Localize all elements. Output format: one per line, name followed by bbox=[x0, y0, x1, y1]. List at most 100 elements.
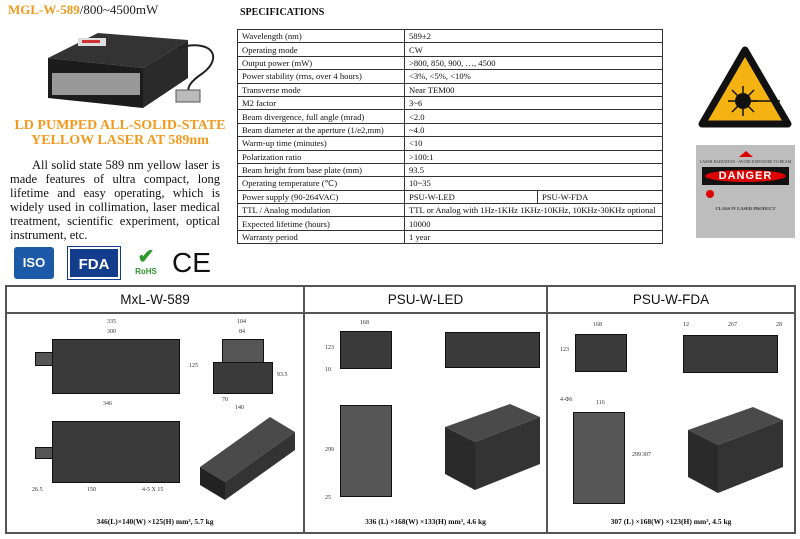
dim: 28 bbox=[776, 322, 782, 328]
spec-value: 1 year bbox=[404, 229, 663, 245]
spec-label: M2 factor bbox=[237, 95, 405, 111]
drawing-mxl-w-589: MxL-W-589 335 300 346 125 104 84 93.5 70… bbox=[7, 287, 305, 532]
dim: 26.5 bbox=[32, 487, 43, 493]
dim: 150 bbox=[87, 487, 96, 493]
spec-value: CW bbox=[404, 42, 663, 57]
drawing-caption: 307 (L) ×168(W) ×123(H) mm³, 4.5 kg bbox=[610, 517, 732, 526]
spec-value: >100:1 bbox=[404, 149, 663, 164]
dim: 299 bbox=[632, 452, 641, 458]
spec-row: Beam diameter at the aperture (1/e2,mm)~… bbox=[237, 122, 663, 138]
laser-warning-icon bbox=[698, 46, 792, 128]
spec-value: <10 bbox=[404, 136, 663, 151]
spec-value: <3%, <5%, <10% bbox=[404, 69, 663, 84]
dim: 168 bbox=[360, 320, 369, 326]
dim: 70 bbox=[222, 397, 228, 403]
rohs-logo: ✔ RoHS bbox=[130, 247, 162, 279]
spec-label: Beam divergence, full angle (mrad) bbox=[237, 109, 405, 124]
spec-row: Output power (mW)>800, 850, 900, …, 4500 bbox=[237, 55, 663, 71]
dim: 25 bbox=[325, 495, 331, 501]
dim: 4-Φ6 bbox=[560, 397, 573, 403]
ce-logo: CE bbox=[172, 247, 211, 278]
headline-line-2: YELLOW LASER AT 589nm bbox=[31, 133, 209, 148]
laser-isometric-drawing bbox=[200, 417, 295, 500]
spec-value: PSU-W-LED bbox=[404, 189, 538, 205]
dim: 335 bbox=[107, 319, 116, 325]
spec-value: ~4.0 bbox=[404, 122, 663, 138]
rohs-text: RoHS bbox=[135, 267, 157, 276]
iso-logo: ISO bbox=[14, 247, 54, 279]
drawing-psu-w-fda: PSU-W-FDA 168 123 12 267 28 4-Φ6 116 299… bbox=[548, 287, 794, 532]
dim: 123 bbox=[560, 347, 569, 353]
drawing-caption: 336 (L) ×168(W) ×133(H) mm³, 4.6 kg bbox=[365, 517, 486, 526]
drawing-title: PSU-W-FDA bbox=[548, 287, 794, 314]
dim: 104 bbox=[237, 319, 246, 325]
dim: 168 bbox=[593, 322, 602, 328]
psu-fda-isometric-drawing bbox=[688, 407, 783, 493]
spec-label: Operating temperature (℃) bbox=[237, 176, 405, 191]
spec-row: Beam height from base plate (mm)93.5 bbox=[237, 162, 663, 178]
spec-label: Expected lifetime (hours) bbox=[237, 216, 405, 231]
spec-row: Polarization ratio>100:1 bbox=[237, 149, 663, 164]
product-headline: LD PUMPED ALL-SOLID-STATE YELLOW LASER A… bbox=[5, 118, 235, 148]
drawing-psu-w-led: PSU-W-LED 168 123 10 299 25 336 (L) ×168… bbox=[305, 287, 548, 532]
danger-word: DANGER bbox=[705, 170, 786, 182]
drawing-title: PSU-W-LED bbox=[305, 287, 546, 314]
dim: 93.5 bbox=[277, 372, 288, 378]
dim: 307 bbox=[642, 452, 651, 458]
spec-label: Warranty period bbox=[237, 229, 405, 245]
spec-label: Polarization ratio bbox=[237, 149, 405, 164]
spec-value: 10~35 bbox=[404, 176, 663, 191]
spec-value: 10000 bbox=[404, 216, 663, 231]
spec-label: Wavelength (nm) bbox=[237, 28, 405, 44]
spec-label: Beam height from base plate (mm) bbox=[237, 162, 405, 178]
product-description: All solid state 589 nm yellow laser is m… bbox=[10, 158, 220, 242]
dim: 12 bbox=[683, 322, 689, 328]
spec-value: <2.0 bbox=[404, 109, 663, 124]
danger-arrow-icon bbox=[738, 151, 753, 157]
headline-line-1: LD PUMPED ALL-SOLID-STATE bbox=[14, 118, 226, 133]
specifications-heading: SPECIFICATIONS bbox=[240, 7, 325, 18]
spec-label: Power supply (90-264VAC) bbox=[237, 189, 405, 205]
spec-value: PSU-W-FDA bbox=[537, 189, 663, 205]
model-name: MGL-W-589 bbox=[8, 2, 80, 17]
product-title: MGL-W-589/800~4500mW bbox=[8, 2, 158, 18]
spec-row: Power stability (rms, over 4 hours)<3%, … bbox=[237, 69, 663, 84]
spec-value: 3~6 bbox=[404, 95, 663, 111]
spec-label: Warm-up time (minutes) bbox=[237, 136, 405, 151]
spec-value: 589±2 bbox=[404, 28, 663, 44]
spec-value: Near TEM00 bbox=[404, 82, 663, 97]
danger-top-text: LASER RADIATION - AVOID EXPOSURE TO BEAM bbox=[699, 159, 792, 164]
dim: 84 bbox=[239, 329, 245, 335]
spec-row: Beam divergence, full angle (mrad)<2.0 bbox=[237, 109, 663, 124]
dim: 10 bbox=[325, 367, 331, 373]
spec-label: Output power (mW) bbox=[237, 55, 405, 71]
dim: 4-5 X 15 bbox=[142, 487, 164, 493]
dim: 346 bbox=[103, 401, 112, 407]
spec-value: >800, 850, 900, …, 4500 bbox=[404, 55, 663, 71]
dim: 140 bbox=[235, 405, 244, 411]
drawing-caption: 346(L)×140(W) ×125(H) mm³, 5.7 kg bbox=[96, 517, 214, 526]
spec-label: Power stability (rms, over 4 hours) bbox=[237, 69, 405, 84]
spec-label: Operating mode bbox=[237, 42, 405, 57]
laser-product-image bbox=[48, 33, 215, 108]
danger-class-text: CLASS IV LASER PRODUCT bbox=[715, 206, 776, 211]
spec-label: Transverse mode bbox=[237, 82, 405, 97]
danger-label: LASER RADIATION - AVOID EXPOSURE TO BEAM… bbox=[696, 145, 795, 238]
spec-value: TTL or Analog with 1Hz-1KHz 1KHz-10KHz, … bbox=[404, 203, 663, 218]
dim: 300 bbox=[107, 329, 116, 335]
dim: 125 bbox=[189, 363, 198, 369]
dim: 299 bbox=[325, 447, 334, 453]
dim: 116 bbox=[596, 400, 605, 406]
spec-row: Warm-up time (minutes)<10 bbox=[237, 136, 663, 151]
spec-row: Operating temperature (℃)10~35 bbox=[237, 176, 663, 191]
psu-led-isometric-drawing bbox=[445, 404, 540, 490]
dimension-drawings-panel: MxL-W-589 335 300 346 125 104 84 93.5 70… bbox=[5, 285, 796, 534]
dim: 123 bbox=[325, 345, 334, 351]
drawing-title: MxL-W-589 bbox=[7, 287, 303, 314]
